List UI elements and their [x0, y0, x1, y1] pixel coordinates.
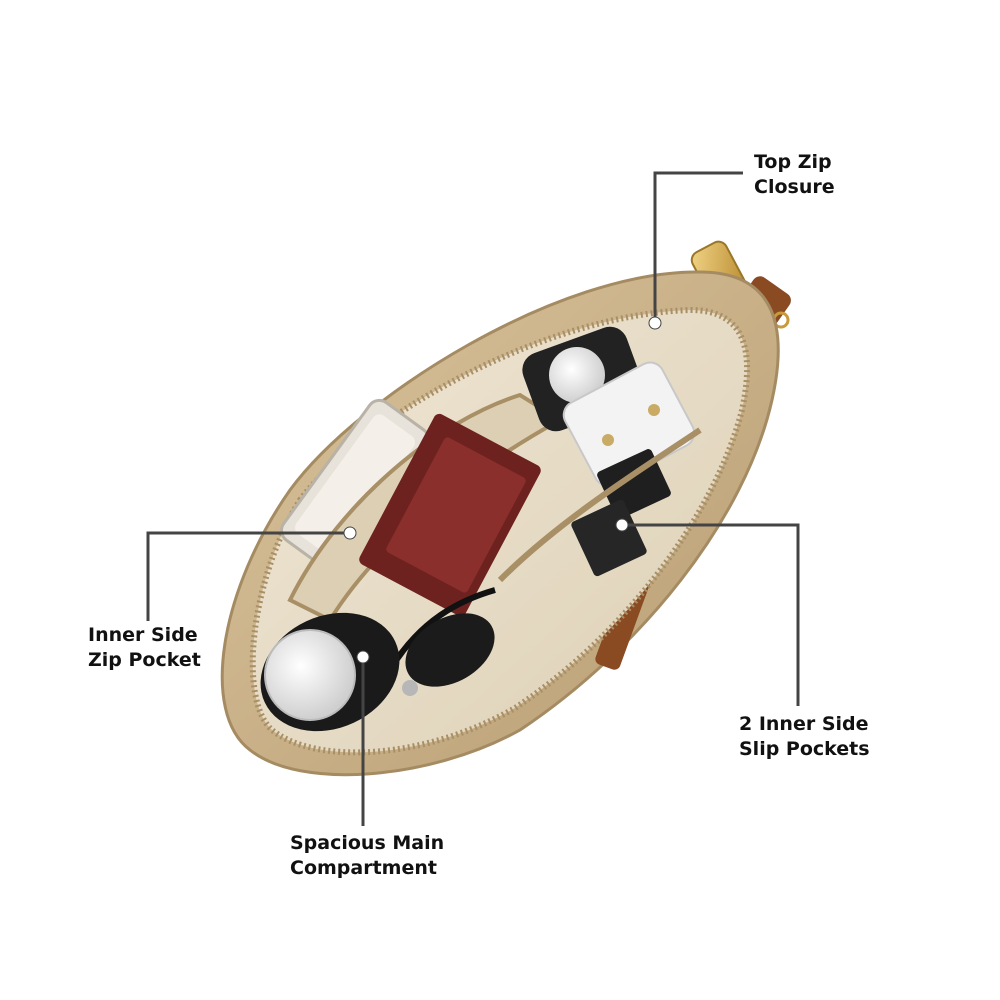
- callout-text: Slip Pockets: [739, 738, 870, 760]
- sunglasses: [387, 587, 496, 696]
- callout-text: Inner Side: [88, 624, 198, 646]
- callout-top-zip-closure: Top Zip Closure: [754, 150, 835, 200]
- callout-text: 2 Inner Side: [739, 713, 869, 735]
- callout-text: Spacious Main: [290, 832, 445, 854]
- cosmetic-bottle: [260, 612, 400, 732]
- leader-dot-top-zip: [648, 316, 662, 330]
- callout-leaders: [146, 171, 800, 826]
- leader-inner-zip: [146, 531, 350, 621]
- callout-inner-side-zip-pocket: Inner Side Zip Pocket: [88, 623, 201, 673]
- callout-inner-side-slip-pockets: 2 Inner Side Slip Pockets: [739, 712, 870, 762]
- leader-dot-slip: [615, 518, 629, 532]
- callout-text: Closure: [754, 176, 835, 198]
- bag-contents: [260, 326, 702, 732]
- callout-text: Zip Pocket: [88, 649, 201, 671]
- leader-top-zip: [653, 171, 743, 323]
- leader-slip: [622, 523, 800, 706]
- callout-text: Compartment: [290, 857, 437, 879]
- wallet: [359, 413, 541, 617]
- leader-dot-main: [356, 650, 370, 664]
- leader-dot-inner-zip: [343, 526, 357, 540]
- callout-main-compartment: Spacious Main Compartment: [290, 831, 444, 881]
- makeup-items: [571, 449, 671, 577]
- callout-text: Top Zip: [754, 151, 832, 173]
